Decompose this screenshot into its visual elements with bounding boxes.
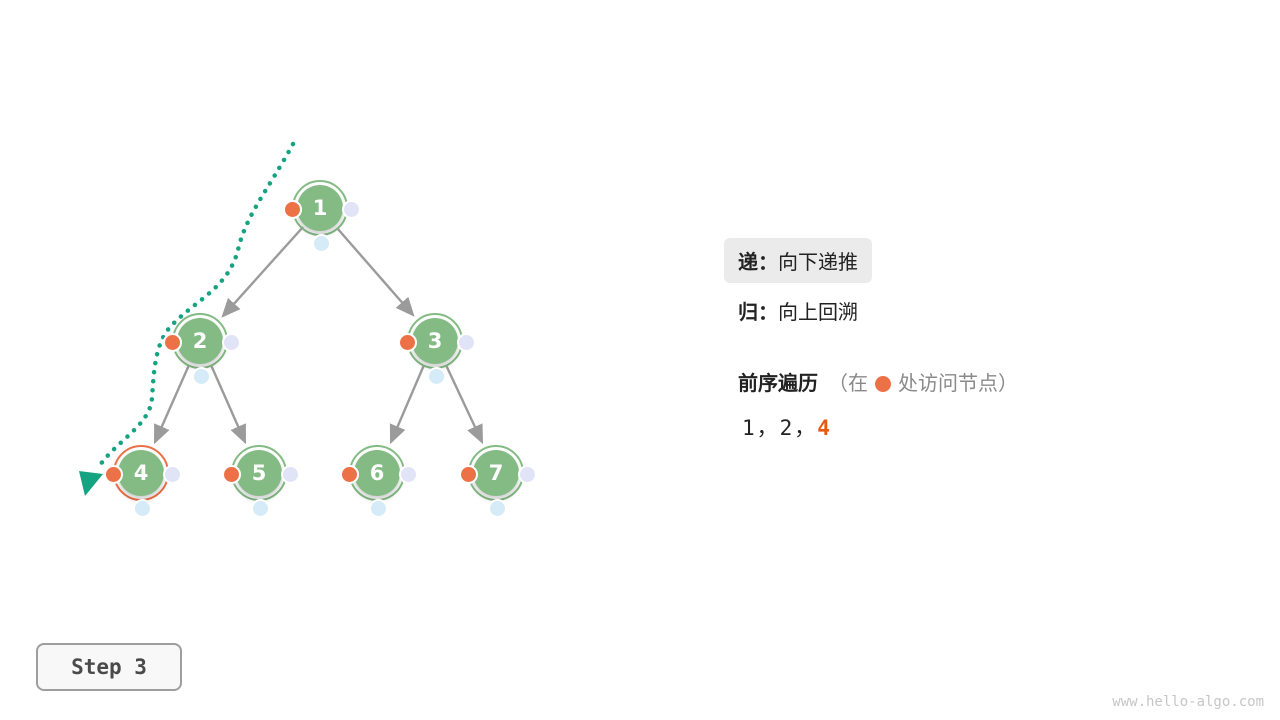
inorder-dot-icon	[281, 465, 300, 484]
inorder-dot-icon	[399, 465, 418, 484]
postorder-dot-icon	[427, 367, 446, 386]
node-value: 1	[312, 196, 328, 220]
inorder-dot-icon	[457, 333, 476, 352]
legend-recurse-text: 向下递推	[778, 250, 858, 274]
tree-node-5: 5	[222, 445, 300, 518]
inorder-dot-icon	[342, 200, 361, 219]
visit-dot-icon	[875, 376, 891, 392]
tree-node-3: 3	[398, 313, 476, 386]
watermark: www.hello-algo.com	[1112, 694, 1264, 710]
node-circle: 2	[177, 318, 223, 364]
tree-edge	[389, 364, 426, 445]
tree-node-4-current: 4	[104, 445, 182, 518]
preorder-dot-icon	[398, 333, 417, 352]
inorder-dot-icon	[163, 465, 182, 484]
sequence-visited: 1，2，	[742, 416, 818, 440]
node-circle: 7	[473, 450, 519, 496]
traversal-note-open: （在	[828, 371, 868, 395]
node-circle: 6	[354, 450, 400, 496]
postorder-dot-icon	[133, 499, 152, 518]
preorder-dot-icon	[340, 465, 359, 484]
node-circle: 1	[297, 185, 343, 231]
preorder-dot-icon	[163, 333, 182, 352]
legend-traversal: 前序遍历 （在 处访问节点）	[738, 367, 1018, 396]
preorder-dot-icon	[104, 465, 123, 484]
tree-node-6: 6	[340, 445, 418, 518]
node-value: 2	[192, 329, 208, 353]
tree-edges	[79, 141, 484, 496]
preorder-dot-icon	[283, 200, 302, 219]
legend-recurse-keyword: 递：	[738, 250, 778, 274]
preorder-dot-icon	[222, 465, 241, 484]
node-circle: 3	[412, 318, 458, 364]
node-value: 6	[369, 461, 385, 485]
tree-edge	[444, 364, 484, 445]
sequence-current-value: 4	[817, 416, 832, 440]
postorder-dot-icon	[312, 234, 331, 253]
postorder-dot-icon	[488, 499, 507, 518]
inorder-dot-icon	[222, 333, 241, 352]
preorder-dot-icon	[459, 465, 478, 484]
tree-node-2: 2	[163, 313, 241, 386]
step-indicator: Step 3	[36, 643, 182, 691]
node-circle: 4	[118, 450, 164, 496]
node-value: 7	[488, 461, 504, 485]
node-value: 4	[133, 461, 149, 485]
node-value: 3	[427, 329, 443, 353]
postorder-dot-icon	[192, 367, 211, 386]
trace-arrowhead-icon	[79, 471, 103, 496]
tree-edge	[336, 227, 415, 317]
node-circle: 5	[236, 450, 282, 496]
legend-return: 归：向上回溯	[738, 296, 858, 325]
postorder-dot-icon	[251, 499, 270, 518]
tree-edge	[209, 364, 247, 445]
traversal-title: 前序遍历	[738, 371, 818, 395]
traversal-sequence: 1，2，4	[742, 412, 832, 442]
traversal-trace-path	[97, 141, 296, 468]
node-value: 5	[251, 461, 267, 485]
legend-recurse: 递：向下递推	[724, 238, 872, 283]
tree-node-1: 1	[283, 180, 361, 253]
legend-return-text: 向上回溯	[778, 300, 858, 324]
postorder-dot-icon	[369, 499, 388, 518]
traversal-note-close: 处访问节点）	[898, 371, 1018, 395]
tree-edge	[153, 364, 191, 445]
legend-return-keyword: 归：	[738, 300, 778, 324]
tree-node-7: 7	[459, 445, 537, 518]
step-label: Step 3	[71, 655, 147, 679]
inorder-dot-icon	[518, 465, 537, 484]
tree-edge	[221, 226, 304, 318]
